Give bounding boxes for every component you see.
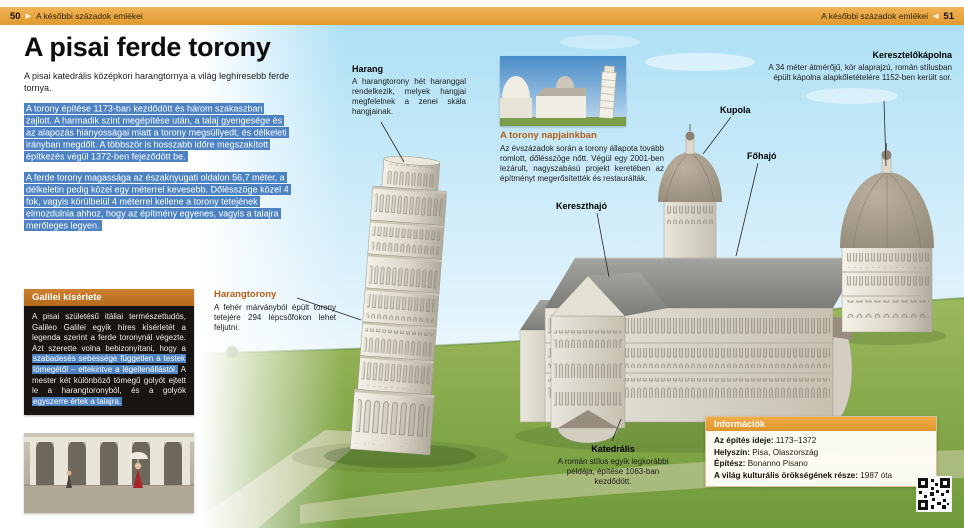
arrow-left-icon: ◀ <box>933 12 939 20</box>
callout-fohajo-title: Főhajó <box>747 151 777 161</box>
info-box: Információk Az építés ideje: 1173–1372 H… <box>705 416 937 488</box>
callout-kereszthajo-title: Kereszthajó <box>556 201 608 211</box>
galilei-box-title: Galilei kísérlete <box>24 289 194 306</box>
info-box-body: Az építés ideje: 1173–1372 Helyszín: Pis… <box>706 431 936 486</box>
callout-harang: Harang A harangtorony hét haranggal rend… <box>352 64 466 117</box>
chapter-title-left: A későbbi századok emlékei <box>35 11 143 21</box>
callout-kereszthajo: Kereszthajó <box>556 201 607 214</box>
callout-kupola: Kupola <box>720 105 751 118</box>
info-box-title: Információk <box>706 417 936 431</box>
info-row-location: Helyszín: Pisa, Olaszország <box>714 447 819 457</box>
intro-paragraph: A pisai katedrális középkori harangtorny… <box>24 71 290 93</box>
page-number-right: 51 <box>943 10 954 22</box>
info-row-construction: Az építés ideje: 1173–1372 <box>714 436 817 445</box>
callout-harang-text: A harangtorony hét haranggal rendelkezik… <box>352 76 466 116</box>
callout-napjainkban-text: Az évszázadok során a torony állapota to… <box>500 143 664 183</box>
highlight-paragraph-1: A torony építése 1173-ban kezdődött és h… <box>24 102 289 163</box>
page-title: A pisai ferde torony <box>24 32 271 62</box>
callout-keresztelokapolna-title: Keresztelőkápolna <box>872 50 952 60</box>
callout-harang-title: Harang <box>352 64 384 74</box>
callout-fohajo: Főhajó <box>747 151 777 164</box>
arrow-right-icon: ▶ <box>25 12 31 20</box>
callout-katedralis: Katedrális A román stílus egyik legkoráb… <box>556 444 670 487</box>
callout-harangtorony: Harangtorony A fehér márványból épült to… <box>214 289 336 333</box>
callout-lines <box>296 100 887 442</box>
info-row-architect: Építész: Bonanno Pisano <box>714 459 808 469</box>
callout-napjainkban-title: A torony napjainkban <box>500 130 597 141</box>
cathedral-illustration <box>519 124 862 444</box>
qr-code-icon <box>916 476 952 512</box>
chapter-title-right: A későbbi századok emlékei <box>821 11 929 21</box>
callout-keresztelokapolna-text: A 34 méter átmérőjű, kör alaprajzú, romá… <box>768 62 952 82</box>
header-right: A későbbi századok emlékei ◀ 51 <box>821 11 954 22</box>
callout-napjainkban: A torony napjainkban Az évszázadok során… <box>500 130 664 184</box>
info-row-heritage: A világ kulturális örökségének része: 19… <box>714 470 893 480</box>
page-header: 50 ▶ A későbbi századok emlékei A később… <box>0 7 964 25</box>
callout-katedralis-text: A román stílus egyik legkorábbi példája,… <box>557 456 669 486</box>
galilei-tower-photo <box>24 433 194 513</box>
baptistery-illustration <box>840 143 934 333</box>
callout-kupola-title: Kupola <box>720 105 751 115</box>
galilei-box: Galilei kísérlete A pisai születésű itál… <box>24 289 194 416</box>
page-number-left: 50 <box>10 10 21 22</box>
leaning-tower-illustration <box>349 156 447 456</box>
article-column: A pisai ferde torony A pisai katedrális … <box>24 32 291 232</box>
callout-harangtorony-title: Harangtorony <box>214 289 277 300</box>
callout-harangtorony-text: A fehér márványból épült torony tetejére… <box>214 302 336 332</box>
galilei-box-text: A pisai születésű itáliai természettudós… <box>32 312 186 406</box>
highlight-paragraph-2: A ferde torony magassága az északnyugati… <box>24 171 291 232</box>
callout-keresztelokapolna: Keresztelőkápolna A 34 méter átmérőjű, k… <box>750 50 952 83</box>
pisa-complex-photo <box>500 56 626 126</box>
callout-katedralis-title: Katedrális <box>591 444 635 454</box>
header-left: 50 ▶ A későbbi századok emlékei <box>10 11 143 22</box>
